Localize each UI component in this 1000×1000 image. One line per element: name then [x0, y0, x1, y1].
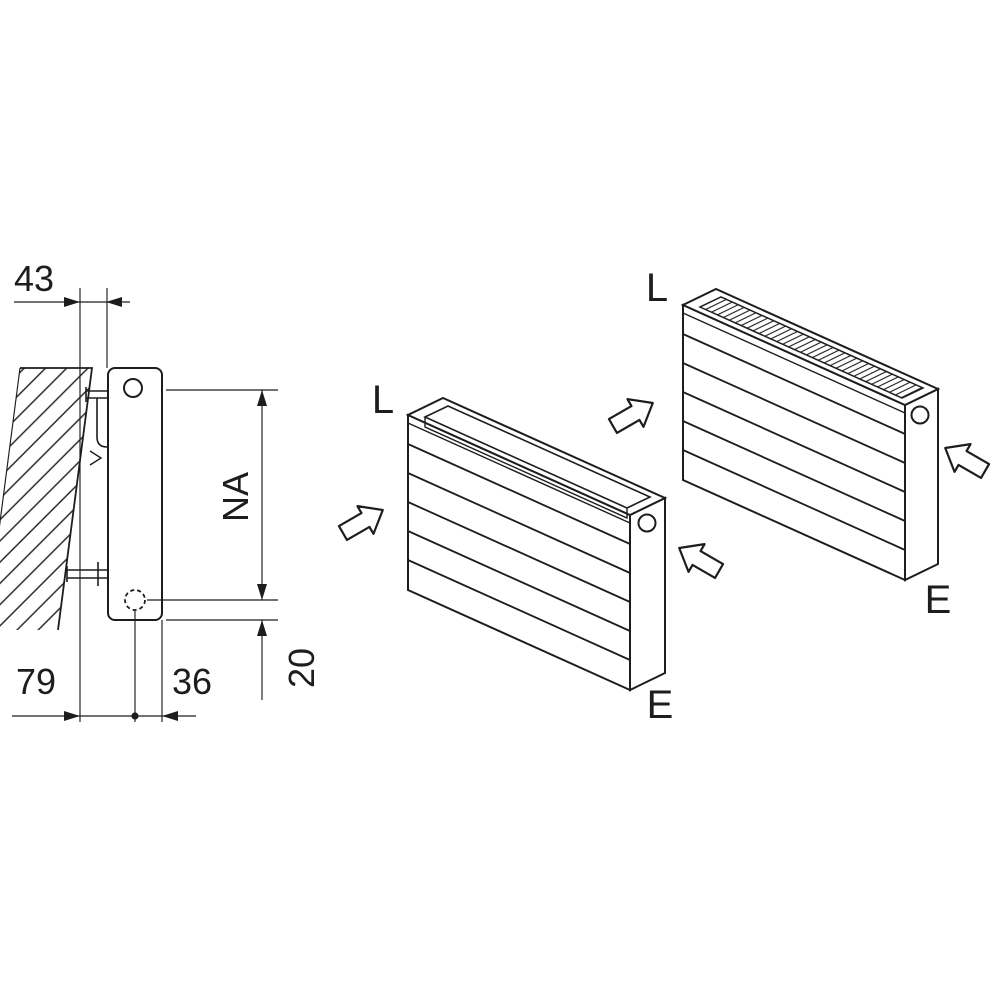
dimension-arrow [257, 584, 267, 600]
flow-arrow-icon [337, 505, 384, 542]
slat-line [682, 420, 906, 522]
slat-line [407, 530, 631, 632]
slat-line [407, 472, 631, 574]
wall-back-edge [0, 367, 21, 527]
dimension-20: 20 [257, 620, 322, 700]
dimension-arrow [64, 297, 80, 307]
end-face [629, 496, 666, 692]
flow-arrow-icon [678, 543, 725, 580]
dimension-36-value: 36 [172, 661, 212, 702]
dimension-arrow [257, 390, 267, 406]
side-section-view: 43 NA 20 79 36 [0, 258, 322, 722]
radiator-side-profile [107, 367, 163, 621]
iso-back-radiator: L E [607, 266, 991, 622]
radiator-body-outline [107, 367, 163, 621]
dimension-arrow [257, 620, 267, 636]
end-connection-circle [910, 405, 930, 425]
dimension-arrow [64, 711, 80, 721]
end-connection-circle [637, 513, 657, 533]
flow-arrow-icon [944, 443, 991, 480]
slat-line [407, 443, 631, 545]
dimension-arrow [106, 297, 122, 307]
slat-line [682, 449, 906, 551]
top-opening [423, 405, 652, 520]
trough-inner-wall [424, 417, 628, 520]
mounting-bracket-bottom [66, 562, 108, 586]
end-face [904, 387, 939, 582]
bracket-hook [96, 398, 108, 448]
dimension-na: NA [215, 390, 267, 600]
slat-line [682, 362, 906, 464]
extension-lines [79, 288, 278, 722]
top-connection-circle [123, 378, 143, 398]
top-grille [698, 296, 925, 399]
dimension-20-value: 20 [281, 648, 322, 688]
front-slats [407, 422, 631, 661]
dimension-43: 43 [14, 258, 130, 307]
dimension-chain-dot [131, 712, 139, 720]
mounting-bracket-top [85, 387, 108, 466]
top-face [405, 396, 668, 517]
outlet-label: E [647, 683, 674, 727]
iso-front-radiator: L E [337, 378, 725, 727]
slat-line [407, 501, 631, 603]
slat-line [682, 333, 906, 435]
slat-line [407, 422, 631, 524]
trough-opening-edge [423, 405, 652, 509]
dimension-79-value: 79 [16, 661, 56, 702]
inlet-label: L [372, 378, 394, 422]
front-slats [682, 312, 906, 551]
slat-line [682, 312, 906, 414]
inlet-label: L [646, 266, 668, 310]
slat-line [682, 391, 906, 493]
slat-line [407, 559, 631, 661]
bracket-clip [89, 450, 103, 466]
dimension-43-value: 43 [14, 258, 54, 299]
wall-hatch-area [0, 368, 92, 630]
dimension-arrow [162, 711, 178, 721]
dimension-79-36: 79 36 [12, 661, 212, 721]
grille-area [698, 296, 925, 399]
flow-arrow-icon [607, 398, 654, 435]
outlet-label: E [925, 578, 952, 622]
wall-section [0, 367, 94, 631]
wall-face-edge [20, 367, 94, 631]
dimension-na-value: NA [215, 472, 256, 522]
